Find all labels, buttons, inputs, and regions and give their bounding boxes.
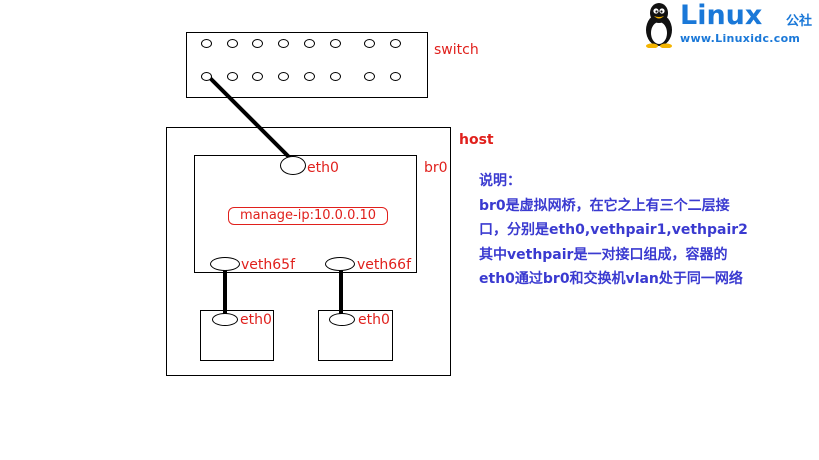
bridge-eth0-label: eth0 <box>307 160 339 176</box>
explanation-note: 说明： br0是虚拟网桥，在它之上有三个二层接 口，分别是eth0,vethpa… <box>479 169 748 292</box>
switch-label: switch <box>434 42 479 58</box>
switch-port <box>304 72 315 81</box>
switch-port <box>364 72 375 81</box>
veth66f-port <box>325 257 355 271</box>
switch-port <box>252 72 263 81</box>
container2-eth0-label: eth0 <box>358 312 390 328</box>
veth65f-label: veth65f <box>241 257 296 273</box>
note-line: 其中vethpair是一对接口组成，容器的 <box>479 246 728 263</box>
logo-brand: Linux <box>680 0 763 31</box>
logo-brand-suffix: 公社 <box>786 14 813 29</box>
veth66f-label: veth66f <box>357 257 412 273</box>
container2-eth0-port <box>329 313 355 326</box>
switch-port <box>201 39 212 48</box>
switch-port <box>227 72 238 81</box>
container1-eth0-port <box>212 313 238 326</box>
note-line: 口，分别是eth0,vethpair1,vethpair2 <box>479 222 748 238</box>
bridge-box <box>194 155 417 273</box>
switch-port <box>227 39 238 48</box>
switch-port <box>304 39 315 48</box>
switch-port <box>364 39 375 48</box>
veth65f-port <box>210 257 240 271</box>
switch-port <box>330 39 341 48</box>
switch-to-eth0-wire <box>207 75 295 163</box>
bridge-label: br0 <box>424 160 448 176</box>
logo-url: www.Linuxidc.com <box>680 32 801 45</box>
container1-eth0-label: eth0 <box>240 312 272 328</box>
note-line: 说明： <box>479 173 521 189</box>
linuxidc-logo: Linux 公社 www.Linuxidc.com <box>640 2 818 50</box>
note-line: eth0通过br0和交换机vlan处于同一网络 <box>479 271 743 287</box>
switch-port <box>390 39 401 48</box>
host-label: host <box>459 132 494 148</box>
switch-port <box>330 72 341 81</box>
tux-penguin-icon <box>646 3 672 48</box>
manage-ip-label: manage-ip:10.0.0.10 <box>228 207 388 225</box>
bridge-eth0-port <box>280 156 306 175</box>
switch-port <box>278 39 289 48</box>
switch-port <box>278 72 289 81</box>
note-line: br0是虚拟网桥，在它之上有三个二层接 <box>479 197 730 214</box>
switch-port <box>252 39 263 48</box>
switch-port <box>201 72 212 81</box>
switch-port <box>390 72 401 81</box>
